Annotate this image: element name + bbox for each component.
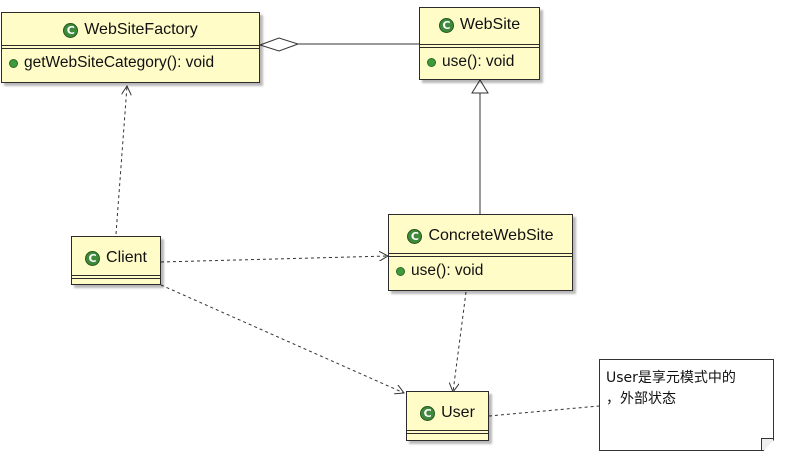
- class-header: C WebSiteFactory: [2, 13, 259, 41]
- operations-divider: [2, 48, 259, 51]
- operation-row: use(): void: [389, 259, 572, 284]
- note-anchor-line: [488, 405, 600, 417]
- operation-label: getWebSiteCategory(): void: [24, 54, 215, 71]
- class-name: WebSiteFactory: [84, 21, 198, 38]
- dependency-concrete-user: [453, 291, 467, 392]
- class-header: C Client: [72, 237, 160, 269]
- attributes-compartment: [2, 45, 259, 48]
- public-method-icon: [427, 57, 436, 67]
- public-method-icon: [396, 266, 405, 276]
- operation-row: use(): void: [420, 50, 539, 75]
- class-websitefactory[interactable]: C WebSiteFactory getWebSiteCategory(): v…: [1, 12, 260, 83]
- class-client[interactable]: C Client: [71, 236, 161, 285]
- class-icon: C: [63, 22, 79, 38]
- generalization-arrowhead: [471, 79, 489, 94]
- attributes-compartment: [407, 430, 488, 433]
- class-website[interactable]: C WebSite use(): void: [419, 7, 540, 80]
- attributes-compartment: [420, 44, 539, 47]
- class-icon: C: [407, 228, 423, 244]
- attributes-compartment: [389, 253, 572, 256]
- class-header: C ConcreteWebSite: [389, 215, 572, 247]
- note-text-line-1: User是享元模式中的: [606, 370, 736, 386]
- note-text-line-2: ，外部状态: [606, 391, 676, 407]
- note[interactable]: User是享元模式中的 ，外部状态: [599, 359, 774, 451]
- operation-row: getWebSiteCategory(): void: [2, 51, 259, 76]
- operations-divider: [72, 278, 160, 281]
- aggregation-diamond: [258, 37, 300, 52]
- class-icon: C: [438, 17, 454, 33]
- operations-divider: [389, 256, 572, 259]
- class-icon: C: [420, 405, 436, 421]
- class-concretewebsite[interactable]: C ConcreteWebSite use(): void: [388, 214, 573, 291]
- class-name: User: [441, 404, 475, 421]
- public-method-icon: [9, 58, 18, 68]
- class-name: WebSite: [459, 16, 521, 33]
- class-icon: C: [85, 250, 101, 266]
- class-header: C WebSite: [420, 8, 539, 36]
- operations-divider: [420, 47, 539, 50]
- attributes-compartment: [72, 275, 160, 278]
- operation-label: use(): void: [411, 262, 484, 279]
- operations-divider: [407, 433, 488, 436]
- class-name: ConcreteWebSite: [428, 227, 554, 244]
- class-name: Client: [106, 249, 147, 266]
- dependency-client-concrete: [160, 256, 388, 263]
- dependency-client-user: [160, 284, 404, 393]
- operation-label: use(): void: [442, 53, 515, 70]
- class-user[interactable]: C User: [406, 391, 489, 441]
- dependency-client-factory: [115, 86, 127, 235]
- class-header: C User: [407, 392, 488, 424]
